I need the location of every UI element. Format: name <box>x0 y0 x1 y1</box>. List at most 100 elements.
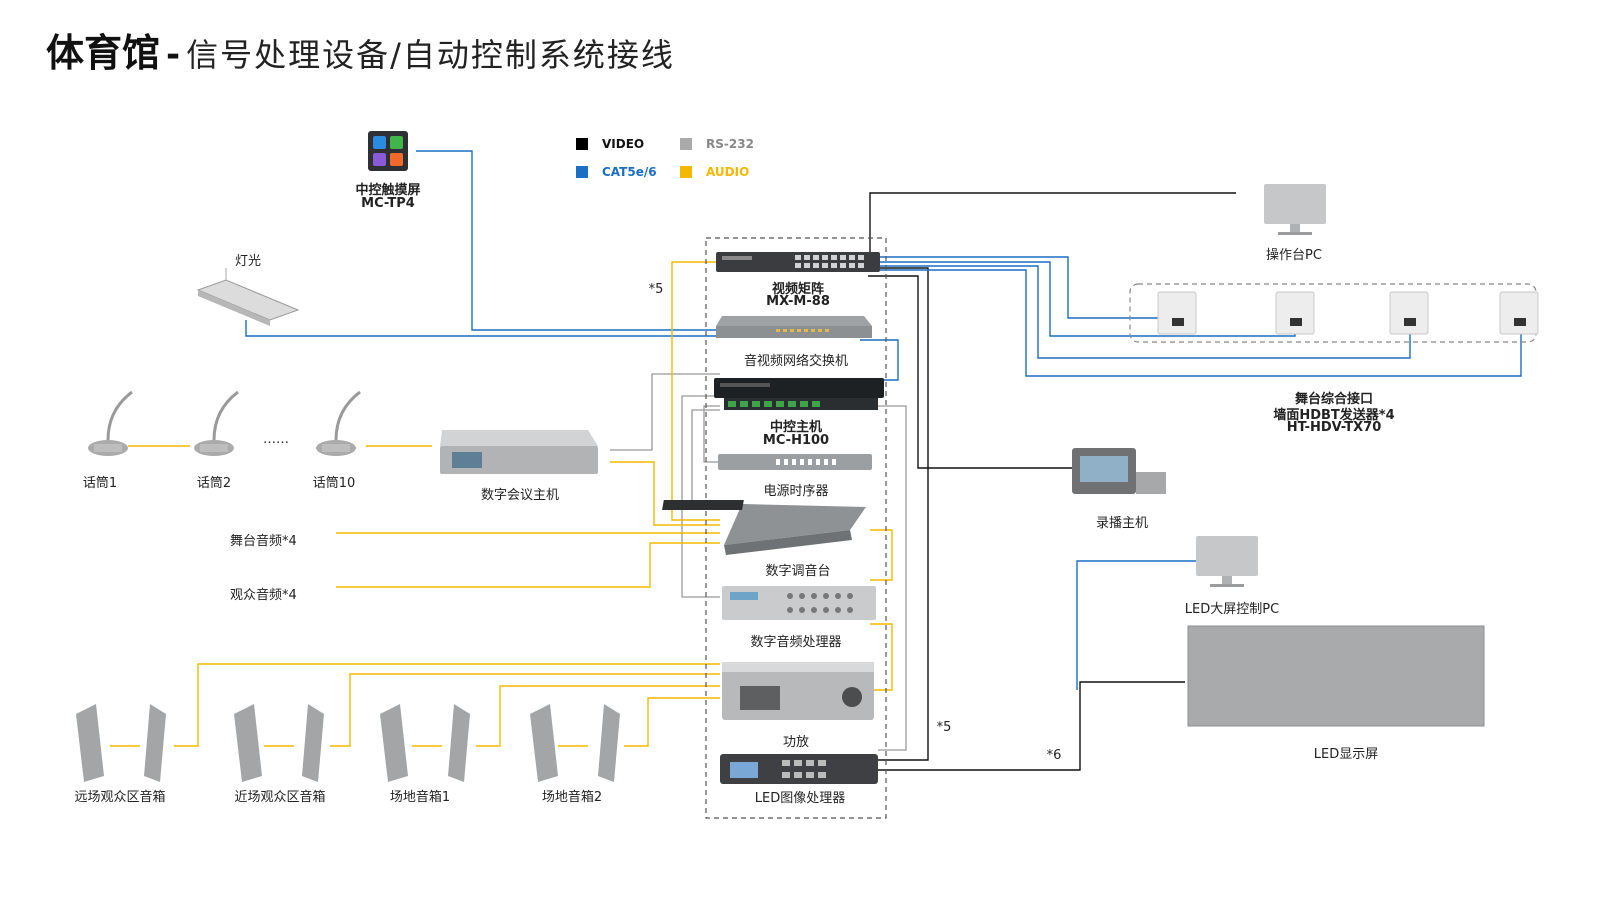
title-separator: - <box>166 35 181 75</box>
speaker-field-1-label: 场地音箱1 <box>389 790 451 805</box>
hdbt-transmitter-2 <box>1275 291 1315 335</box>
cat-line-touchscreen <box>416 150 720 331</box>
video-line-pc <box>869 192 1236 258</box>
legend-rs232-label: RS-232 <box>706 137 754 151</box>
legend-rs232-swatch <box>680 138 692 150</box>
cat-line-lighting <box>245 320 718 337</box>
led-screen-device <box>1187 625 1485 727</box>
video-line-led-processor <box>868 267 929 761</box>
legend-cat-swatch <box>576 166 588 178</box>
led-pc-label: LED大屏控制PC <box>1184 602 1280 617</box>
audio-lines <box>110 261 893 747</box>
cat-line-switch-controller <box>860 339 899 381</box>
matrix-name: 视频矩阵 <box>771 282 825 297</box>
hdbt-transmitter-3 <box>1389 291 1429 335</box>
controller-name: 中控主机 <box>769 420 823 435</box>
rs232-line-dsp <box>681 395 720 598</box>
speaker-field-1 <box>380 704 470 782</box>
touchscreen-model: MC-TP4 <box>361 196 415 211</box>
annotation-x5-top: *5 <box>648 282 664 297</box>
audio-processor-device <box>722 586 876 620</box>
cat-line-hdbt-2 <box>870 261 1296 337</box>
matrix-model: MX-M-88 <box>766 294 830 309</box>
annotation-x5-bottom: *5 <box>936 720 952 735</box>
mic-ellipsis: …… <box>263 432 289 447</box>
controller-device <box>714 378 884 410</box>
hdbt-line-2: 墙面HDBT发送器*4 <box>1273 408 1395 423</box>
audio-line-amp-field2 <box>624 697 720 747</box>
speaker-far <box>76 704 166 782</box>
audio-line-amp-far <box>174 663 720 747</box>
rs232-line-led-processor <box>878 405 907 751</box>
rack-frame <box>705 237 887 819</box>
audio-line-conf-mixer <box>610 461 720 526</box>
legend-video-label: VIDEO <box>602 137 645 151</box>
rs232-line-sequencer <box>703 405 720 463</box>
microphone-1 <box>88 390 133 456</box>
video-line-led-screen <box>868 681 1185 771</box>
video-matrix-device <box>716 252 880 272</box>
audio-line-dsp-amp <box>870 623 893 691</box>
led-screen-label: LED显示屏 <box>1313 747 1379 762</box>
cat-line-hdbt-1 <box>870 256 1168 319</box>
mixer-label: 数字调音台 <box>765 564 831 579</box>
audio-line-audience <box>336 542 720 588</box>
speaker-field-2 <box>530 704 620 782</box>
audio-line-amp-near <box>330 673 720 747</box>
amplifier-device <box>722 662 874 720</box>
lighting-label: 灯光 <box>234 254 262 269</box>
recorder-label: 录播主机 <box>1095 516 1149 531</box>
controller-model: MC-H100 <box>762 433 830 448</box>
dsp-label: 数字音频处理器 <box>750 635 842 650</box>
video-lines <box>868 192 1236 771</box>
speaker-far-label: 远场观众区音箱 <box>74 790 166 805</box>
stage-audio-label: 舞台音频*4 <box>230 534 297 549</box>
cat-line-led-pc <box>1076 560 1196 690</box>
audio-line-matrix-mixer <box>671 261 720 521</box>
power-sequencer-device <box>718 454 872 470</box>
microphone-10 <box>316 390 361 456</box>
legend-cat-label: CAT5e/6 <box>602 165 657 179</box>
microphone-2 <box>194 390 239 456</box>
title-main: 体育馆 <box>46 31 161 75</box>
speaker-near <box>234 704 324 782</box>
mic-1-label: 话筒1 <box>82 476 118 491</box>
conference-label: 数字会议主机 <box>480 488 560 503</box>
legend-audio-swatch <box>680 166 692 178</box>
rs232-line-conference <box>610 373 720 451</box>
speaker-field-2-label: 场地音箱2 <box>541 790 603 805</box>
hdbt-line-3: HT-HDV-TX70 <box>1286 420 1382 435</box>
legend-video-swatch <box>576 138 588 150</box>
page-title: 体育馆-信号处理设备/自动控制系统接线 <box>46 22 675 77</box>
audience-audio-label: 观众音频*4 <box>230 588 297 603</box>
led-pc-device <box>1196 536 1258 587</box>
conference-host-device <box>440 430 598 474</box>
switch-label: 音视频网络交换机 <box>743 354 849 369</box>
led-processor-device <box>720 754 878 784</box>
speaker-near-label: 近场观众区音箱 <box>234 790 326 805</box>
legend-audio-label: AUDIO <box>706 165 750 179</box>
hdbt-transmitter-1 <box>1157 291 1197 335</box>
mic-2-label: 话筒2 <box>196 476 232 491</box>
lighting-fixture <box>196 268 300 326</box>
touchscreen-name: 中控触摸屏 <box>355 183 421 198</box>
amp-label: 功放 <box>782 735 810 750</box>
mic-10-label: 话筒10 <box>312 476 356 491</box>
led-processor-label: LED图像处理器 <box>754 791 846 806</box>
audio-line-amp-field1 <box>476 685 720 747</box>
hdbt-transmitter-4 <box>1499 291 1539 335</box>
network-switch-device <box>716 316 872 338</box>
video-line-recorder <box>868 275 1072 469</box>
console-pc-label: 操作台PC <box>1266 248 1322 263</box>
hdbt-line-1: 舞台综合接口 <box>1294 392 1374 407</box>
audio-line-mixer-dsp <box>870 529 893 581</box>
touchscreen-device <box>368 131 408 171</box>
title-subtitle: 信号处理设备/自动控制系统接线 <box>186 36 675 74</box>
cat-line-hdbt-3 <box>870 265 1411 359</box>
mixer-device <box>662 500 866 555</box>
annotation-x6: *6 <box>1046 748 1062 763</box>
cat-line-hdbt-4 <box>870 269 1522 377</box>
recorder-device <box>1072 448 1166 494</box>
operator-pc-device <box>1264 184 1326 235</box>
